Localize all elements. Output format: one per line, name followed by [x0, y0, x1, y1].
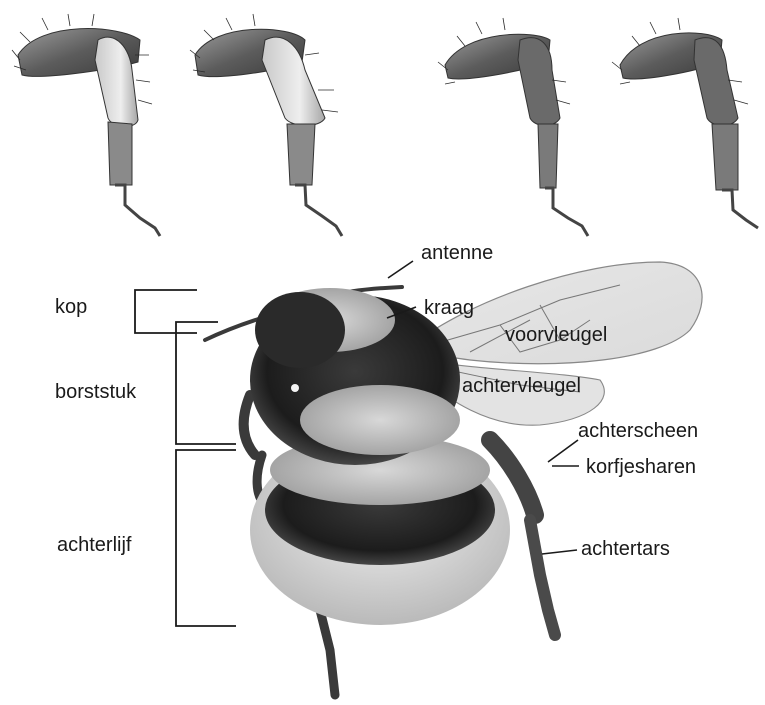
- hind-leg-illustration-2: [190, 14, 342, 236]
- body-section-brackets: [135, 290, 236, 626]
- hind-leg-illustration-3: [438, 18, 588, 236]
- label-voorvleugel: voorvleugel: [505, 324, 607, 346]
- bracket-achterlijf: [176, 450, 236, 626]
- bumblebee-illustration: [205, 262, 702, 695]
- label-achtertars: achtertars: [581, 538, 670, 560]
- bracket-kop: [135, 290, 197, 333]
- label-antenne: antenne: [421, 242, 493, 264]
- hind-leg-illustration-4: [612, 18, 758, 228]
- label-achtervleugel: achtervleugel: [462, 375, 581, 397]
- hind-leg-illustration-1: [12, 14, 160, 236]
- label-kraag: kraag: [424, 297, 474, 319]
- label-korfjesharen: korfjesharen: [586, 456, 696, 478]
- label-borststuk: borststuk: [55, 381, 137, 403]
- label-achterscheen: achterscheen: [578, 420, 698, 442]
- label-kop: kop: [55, 296, 87, 318]
- label-achterlijf: achterlijf: [57, 534, 132, 556]
